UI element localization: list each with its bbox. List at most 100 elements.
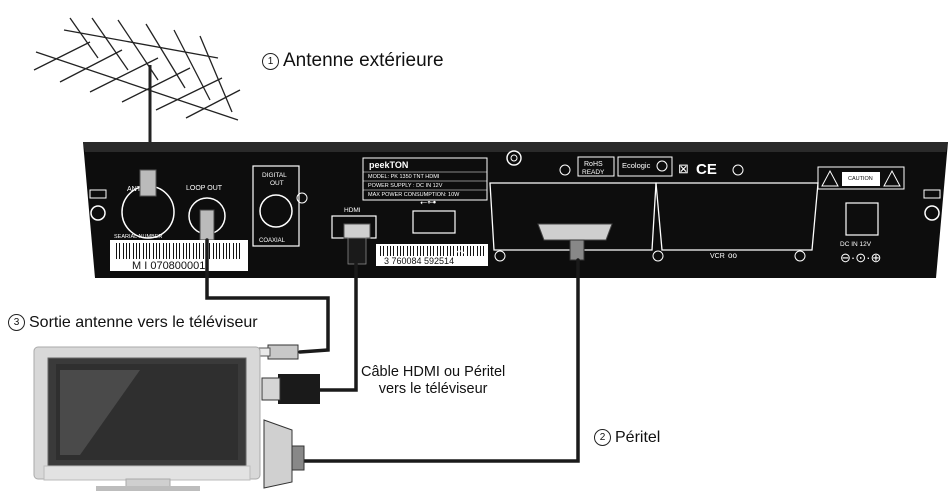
barcode-bar — [179, 243, 180, 259]
barcode-bar — [146, 243, 147, 259]
svg-text:DIGITAL: DIGITAL — [262, 172, 287, 179]
svg-text:SEARIAL NUMBER: SEARIAL NUMBER — [114, 234, 162, 240]
barcode-bar — [437, 246, 438, 256]
barcode-bar — [403, 246, 404, 256]
scart-vcr-port — [655, 182, 819, 251]
svg-text:COAXIAL: COAXIAL — [259, 238, 286, 244]
barcode-bar — [229, 243, 230, 259]
barcode-bar — [420, 246, 421, 256]
barcode-bar — [483, 246, 484, 256]
barcode-bar — [223, 243, 224, 259]
cables — [205, 238, 580, 463]
power-switch — [845, 202, 879, 236]
vcr-label: VCR — [710, 253, 725, 260]
barcode-bar — [166, 243, 167, 259]
barcode-bar — [447, 246, 448, 256]
screw-icon — [506, 150, 522, 166]
barcode-bar — [397, 246, 398, 256]
coaxial-port — [259, 194, 293, 228]
brand-logo: peekTON — [369, 160, 408, 170]
barcode-bar — [383, 246, 384, 256]
barcode-bar — [143, 243, 144, 259]
cable-label: Câble HDMI ou Péritel vers le téléviseur — [361, 364, 506, 397]
warning-icon — [821, 169, 839, 187]
barcode-bar — [233, 243, 234, 259]
barcode-bar — [470, 246, 471, 256]
barcode-bar — [126, 243, 127, 259]
digital-out-frame — [252, 165, 300, 247]
hdmi-cable — [318, 262, 358, 392]
barcode-bar — [183, 243, 184, 259]
usb-icon: ⭠⊶ — [420, 197, 436, 207]
barcode-bar — [239, 243, 240, 259]
weee-icon: ⊠ — [678, 161, 689, 176]
svg-text:CAUTION: CAUTION — [848, 176, 873, 182]
barcode-bar — [189, 243, 190, 259]
usb-port — [412, 210, 456, 234]
ecologic-badge — [617, 156, 673, 177]
tv-icon — [33, 346, 261, 491]
barcode-bar — [410, 246, 411, 256]
hdmi-plug-tv — [261, 374, 320, 404]
loop-out-label: LOOP OUT — [186, 185, 223, 192]
barcode-bar — [430, 246, 431, 256]
barcode-bar — [169, 243, 170, 259]
svg-text:Ecologic: Ecologic — [622, 161, 651, 170]
barcode-bar — [407, 246, 408, 256]
ant-in-label: ANT IN — [127, 186, 150, 193]
info-label — [362, 157, 488, 201]
svg-text:POWER SUPPLY : DC IN 12V: POWER SUPPLY : DC IN 12V — [368, 183, 443, 189]
product-barcode-number: 3 760084 592514 — [384, 256, 454, 266]
scart-cable — [298, 258, 580, 463]
barcode-bar — [423, 246, 424, 256]
dc-in-label: DC IN 12V — [840, 241, 872, 248]
svg-text:MAX POWER CONSUMPTION: 10W: MAX POWER CONSUMPTION: 10W — [368, 192, 460, 198]
barcode-bar — [236, 243, 237, 259]
barcode-bar — [123, 243, 124, 259]
scart-tv-port — [489, 182, 657, 251]
barcode-bar — [156, 243, 157, 259]
barcode-bar — [136, 243, 137, 259]
barcode-bar — [467, 246, 468, 256]
caution-label — [817, 166, 905, 190]
barcode-bar — [226, 243, 227, 259]
barcode-bar — [163, 243, 164, 259]
barcode-bar — [153, 243, 154, 259]
mount-hole-right — [924, 205, 940, 221]
scart-plug — [537, 223, 613, 241]
ant-in-plug — [139, 169, 157, 197]
barcode-bar — [116, 243, 117, 259]
barcode-bar — [119, 243, 120, 259]
svg-text:RoHS: RoHS — [584, 161, 603, 168]
antenna-loop-cable — [205, 238, 330, 354]
serial-number: M I 070800001 — [132, 260, 205, 272]
svg-text:READY: READY — [582, 169, 605, 176]
barcode-bar — [209, 243, 210, 259]
vcr-icon: oo — [728, 251, 737, 260]
barcode-bar — [186, 243, 187, 259]
barcode-bar — [440, 246, 441, 256]
barcode-bar — [400, 246, 401, 256]
barcode-bar — [457, 246, 458, 256]
antenna-icon — [33, 17, 241, 140]
svg-text:OUT: OUT — [270, 180, 284, 187]
step-number-3: 3 — [8, 314, 25, 331]
barcode-bar — [477, 246, 478, 256]
barcode-bar — [390, 246, 391, 256]
step-number-2: 2 — [594, 429, 611, 446]
hdmi-plug — [343, 223, 371, 239]
barcode-bar — [393, 246, 394, 256]
barcode-bar — [463, 246, 464, 256]
barcode-bar — [473, 246, 474, 256]
barcode-bar — [133, 243, 134, 259]
dc-polarity-icon: ⊖·⊙·⊕ — [840, 250, 881, 265]
barcode-bar — [213, 243, 214, 259]
barcode-bar — [203, 243, 204, 259]
warning-icon-2 — [883, 169, 901, 187]
hdmi-label: HDMI — [344, 207, 361, 214]
barcode-bar — [433, 246, 434, 256]
barcode-bar — [139, 243, 140, 259]
